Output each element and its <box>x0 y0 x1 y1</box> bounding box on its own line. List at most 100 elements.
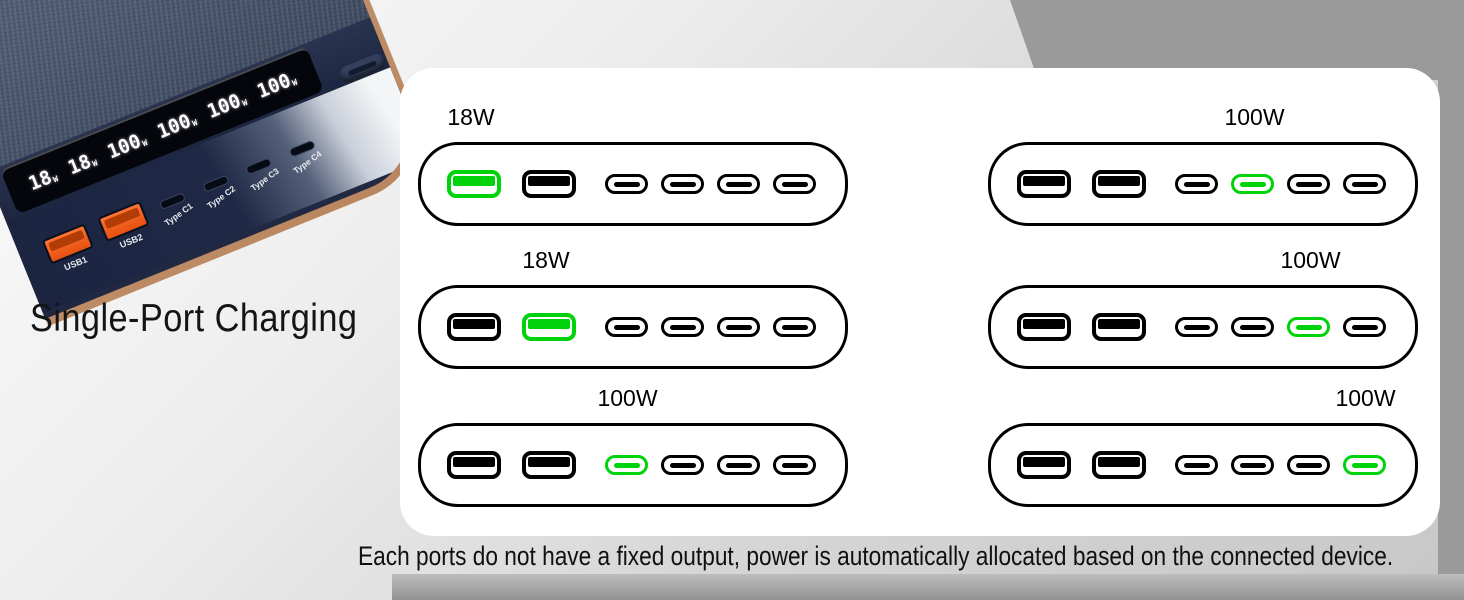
port-pin-bar <box>1295 462 1322 468</box>
port-row-outline <box>988 142 1418 226</box>
device-usb-c-port: Type C2 <box>199 173 238 210</box>
usb-a-port <box>1017 313 1071 341</box>
usb-c-port <box>717 317 760 337</box>
port-pin-bar <box>613 462 640 468</box>
device-usb-c-port: Type C3 <box>242 156 281 193</box>
port-pin-bar <box>1023 319 1065 329</box>
usb-c-port-active <box>1287 317 1330 337</box>
port-pin-bar <box>725 324 752 330</box>
port-pin-bar <box>1098 319 1140 329</box>
usb-c-port <box>1343 174 1386 194</box>
port-pin-bar <box>528 457 570 467</box>
usb-c-port <box>1175 455 1218 475</box>
usb-c-port-active <box>605 455 648 475</box>
usb-c-port-active <box>1231 174 1274 194</box>
usb-c-port <box>1231 455 1274 475</box>
dark-corner-backdrop <box>1010 0 1464 80</box>
usb-a-port <box>1092 313 1146 341</box>
port-pin-bar <box>781 462 808 468</box>
usb-a-port-active <box>522 313 576 341</box>
device-usb-c-port: Type C1 <box>156 191 195 228</box>
port-row-outline <box>988 423 1418 507</box>
device-usb-a-port: USB1 <box>41 222 98 276</box>
usb-c-port-active <box>1343 455 1386 475</box>
usb-a-port <box>447 451 501 479</box>
port-pin-bar <box>669 462 696 468</box>
dark-right-backdrop <box>1438 78 1464 600</box>
led-readout-value: 100 <box>153 109 195 143</box>
usb-c-port <box>1287 455 1330 475</box>
charging-diagram: 18W <box>418 98 848 226</box>
usb-c-port <box>773 174 816 194</box>
port-pin-bar <box>1239 181 1266 187</box>
usb-a-port <box>447 313 501 341</box>
port-pin-bar <box>1183 324 1210 330</box>
port-pin-bar <box>453 176 495 186</box>
port-pin-bar <box>1023 176 1065 186</box>
charging-diagram: 100W <box>988 379 1418 507</box>
port-pin-bar <box>669 324 696 330</box>
charging-diagram: 100W <box>988 98 1418 226</box>
device-usb-c-port: Type C4 <box>285 139 324 176</box>
usb-a-port <box>1092 170 1146 198</box>
port-pin-bar <box>1098 457 1140 467</box>
port-row-outline <box>418 285 848 369</box>
usb-a-port-active <box>447 170 501 198</box>
usb-c-port <box>1175 317 1218 337</box>
wattage-label: 18W <box>447 104 495 130</box>
led-readout-value: 100 <box>104 129 145 163</box>
port-pin-bar <box>1183 181 1210 187</box>
port-pin-bar <box>725 181 752 187</box>
device-usb-a-port: USB2 <box>97 200 154 253</box>
wattage-label: 100W <box>597 385 658 411</box>
port-row-outline <box>988 285 1418 369</box>
page-title: Single-Port Charging <box>30 297 358 340</box>
led-readout-value: 100 <box>203 89 244 123</box>
port-pin-bar <box>528 319 570 329</box>
usb-c-port <box>773 455 816 475</box>
usb-c-port <box>1175 174 1218 194</box>
usb-c-port <box>1231 317 1274 337</box>
usb-a-port <box>1017 170 1071 198</box>
usb-a-port <box>1092 451 1146 479</box>
charging-diagram: 100W <box>418 379 848 507</box>
port-pin-bar <box>1295 324 1322 330</box>
port-pin-bar <box>781 181 808 187</box>
usb-c-port <box>1287 174 1330 194</box>
usb-c-port <box>605 174 648 194</box>
usb-c-port <box>661 317 704 337</box>
usb-c-port <box>717 174 760 194</box>
wattage-label: 100W <box>1280 247 1341 273</box>
port-pin-bar <box>1351 462 1378 468</box>
usb-c-port <box>717 455 760 475</box>
usb-c-port <box>661 455 704 475</box>
charging-diagram: 100W <box>988 241 1418 369</box>
wattage-label: 100W <box>1335 385 1396 411</box>
port-pin-bar <box>1023 457 1065 467</box>
port-row-outline <box>418 142 848 226</box>
caption-text: Each ports do not have a fixed output, p… <box>358 541 1394 571</box>
led-readout-unit: W <box>290 77 299 88</box>
led-readout-value: 18 <box>64 149 95 179</box>
wattage-label: 100W <box>1224 104 1285 130</box>
port-pin-bar <box>669 181 696 187</box>
port-pin-bar <box>453 457 495 467</box>
port-pin-bar <box>1351 324 1378 330</box>
port-row-outline <box>418 423 848 507</box>
led-readout-value: 100 <box>253 69 294 103</box>
port-pin-bar <box>1239 324 1266 330</box>
dark-bottom-backdrop <box>392 574 1464 600</box>
usb-c-port <box>605 317 648 337</box>
usb-c-port <box>1343 317 1386 337</box>
port-pin-bar <box>1295 181 1322 187</box>
port-pin-bar <box>453 319 495 329</box>
led-readout-value: 18 <box>25 165 55 195</box>
port-pin-bar <box>613 181 640 187</box>
